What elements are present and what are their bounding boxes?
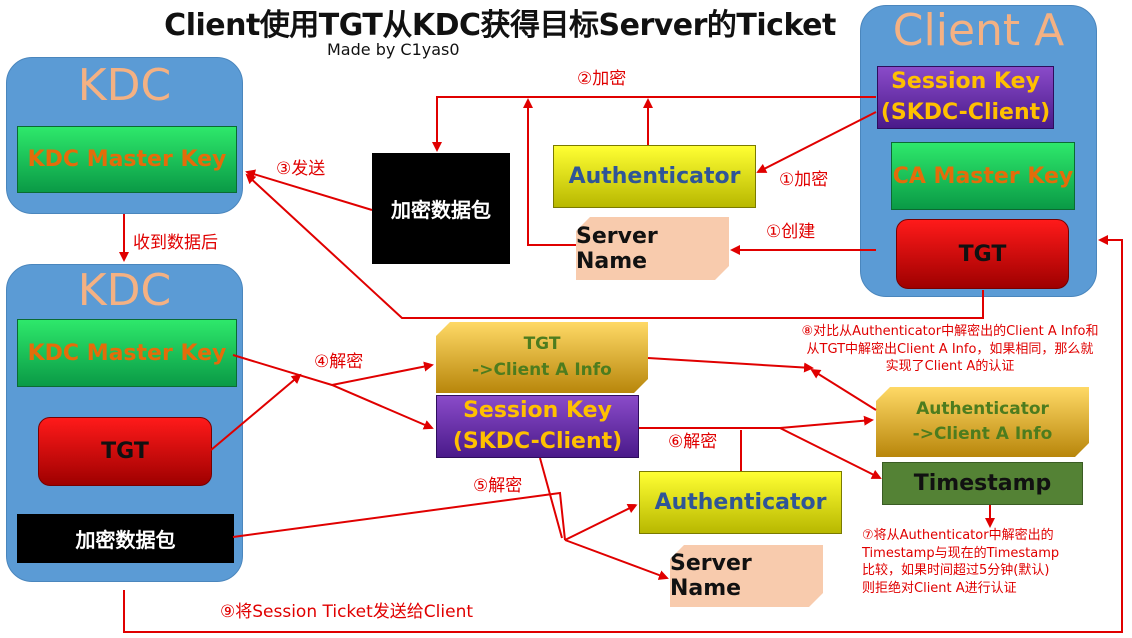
note-step8-line2: 从TGT中解密出Client A Info，如果相同，那么就 bbox=[806, 341, 1094, 357]
arrow-step4-tgt-info bbox=[331, 361, 434, 386]
arrow-step8-tgt bbox=[647, 357, 814, 373]
client-a-title: Client A bbox=[892, 5, 1065, 56]
kdc-top-panel: KDC KDC Master Key bbox=[6, 57, 243, 214]
decrypted-tgt-line2: ->Client A Info bbox=[472, 359, 612, 380]
decrypted-auth-line1: Authenticator bbox=[916, 398, 1049, 419]
client-a-panel: Client A Session Key (SKDC-Client) CA Ma… bbox=[860, 5, 1097, 297]
decrypted-tgt-info: TGT ->Client A Info bbox=[436, 322, 648, 393]
author-credit: Made by C1yas0 bbox=[327, 40, 460, 59]
arrow-step6-session bbox=[639, 415, 874, 429]
arrow-step5-auth bbox=[564, 504, 638, 541]
kdc-bottom-title: KDC bbox=[77, 265, 172, 316]
label-step6: ⑥解密 bbox=[668, 432, 718, 452]
arrow-step5-session bbox=[539, 457, 563, 539]
decrypted-session-key: Session Key (SKDC-Client) bbox=[436, 395, 639, 458]
client-a-master-key: CA Master Key bbox=[891, 142, 1075, 210]
decrypted-server-name: Server Name bbox=[670, 545, 823, 607]
arrow-step5-server bbox=[564, 539, 669, 580]
note-step7-line3: 比较，如果时间超过5分钟(默认) bbox=[862, 563, 1050, 579]
arrow-step9-send bbox=[123, 235, 1123, 633]
arrow-step2-to-packet bbox=[432, 96, 876, 152]
arrow-step4-tgt bbox=[210, 373, 302, 451]
client-a-tgt: TGT bbox=[896, 219, 1069, 289]
label-step3: ③发送 bbox=[276, 159, 326, 179]
server-name-box: Server Name bbox=[576, 217, 729, 280]
arrow-step1-encrypt bbox=[756, 111, 877, 173]
note-step7-line2: Timestamp与现在的Timestamp bbox=[862, 545, 1060, 561]
label-received: 收到数据后 bbox=[133, 233, 218, 253]
arrow-step8-auth bbox=[810, 368, 877, 411]
arrow-step6-ts bbox=[779, 427, 882, 479]
kdc-bottom-tgt: TGT bbox=[38, 417, 212, 486]
page-title: Client使用TGT从KDC获得目标Server的Ticket bbox=[164, 8, 836, 43]
client-a-session-key-line1: Session Key bbox=[891, 68, 1040, 94]
timestamp-box: Timestamp bbox=[882, 462, 1083, 505]
label-step9: ⑨将Session Ticket发送给Client bbox=[220, 602, 474, 622]
arrow-step3-send bbox=[245, 169, 373, 211]
kdc-top-title: KDC bbox=[77, 60, 172, 111]
note-step7-line1: ⑦将从Authenticator中解密出的 bbox=[862, 528, 1054, 543]
decrypted-authenticator: Authenticator bbox=[639, 471, 842, 534]
decrypted-auth-line2: ->Client A Info bbox=[912, 424, 1053, 444]
authenticator-box: Authenticator bbox=[553, 145, 756, 208]
label-step1-encrypt: ①加密 bbox=[779, 170, 829, 190]
decrypted-session-key-line1: Session Key bbox=[463, 397, 612, 423]
label-step4: ④解密 bbox=[314, 352, 364, 372]
client-a-session-key-line2: (SKDC-Client) bbox=[880, 99, 1051, 125]
arrow-step4-master bbox=[232, 354, 434, 430]
decrypted-auth-info: Authenticator ->Client A Info bbox=[876, 387, 1089, 457]
arrow-step5-packet bbox=[232, 491, 566, 541]
kdc-bottom-master-key: KDC Master Key bbox=[17, 319, 237, 387]
note-step8: ⑧对比从Authenticator中解密出的Client A Info和 从TG… bbox=[760, 323, 1132, 376]
decrypted-session-key-line2: (SKDC-Client) bbox=[452, 428, 623, 454]
note-step7-line4: 则拒绝对Client A进行认证 bbox=[862, 580, 1017, 596]
decrypted-tgt-line1: TGT bbox=[523, 334, 561, 354]
kdc-bottom-packet: 加密数据包 bbox=[17, 514, 234, 563]
encrypted-packet: 加密数据包 bbox=[372, 153, 510, 264]
note-step7: ⑦将从Authenticator中解密出的 Timestamp与现在的Times… bbox=[862, 527, 1127, 597]
note-step8-line1: ⑧对比从Authenticator中解密出的Client A Info和 bbox=[801, 324, 1099, 339]
arrow-server-up bbox=[523, 98, 576, 246]
label-step2: ②加密 bbox=[577, 69, 627, 89]
label-step1-create: ①创建 bbox=[766, 222, 816, 242]
client-a-session-key: Session Key (SKDC-Client) bbox=[877, 66, 1054, 129]
kdc-top-master-key: KDC Master Key bbox=[17, 126, 237, 193]
note-step8-line3: 实现了Client A的认证 bbox=[885, 359, 1015, 375]
arrow-tgt-to-kdc bbox=[245, 173, 984, 319]
label-step5: ⑤解密 bbox=[473, 476, 523, 496]
